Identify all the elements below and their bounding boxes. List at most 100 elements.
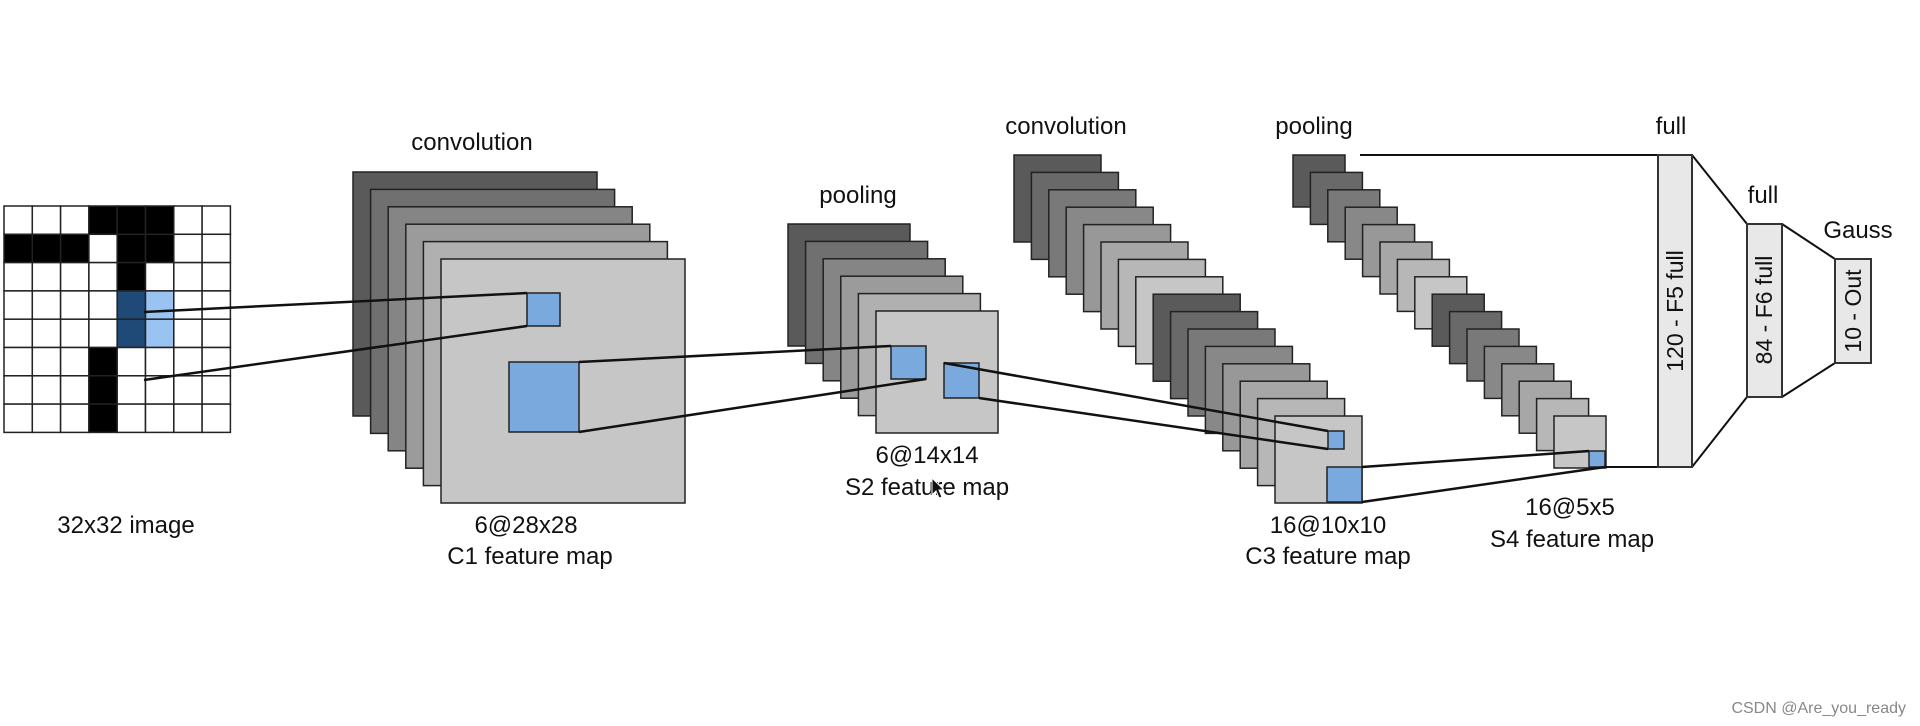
input-pixel-cell <box>59 403 90 434</box>
input-pixel-cell <box>144 290 175 320</box>
input-pixel-cell <box>116 346 147 377</box>
input-pixel-cell <box>3 233 34 264</box>
input-pixel-cell <box>201 375 232 405</box>
input-pixel-cell <box>173 290 203 320</box>
stage-label-conv1: convolution <box>411 129 532 156</box>
input-pixel-cell <box>88 261 118 292</box>
highlight-squares <box>508 292 1606 503</box>
input-pixel-cell <box>3 205 34 236</box>
input-pixel-cell <box>59 290 90 320</box>
input-pixel-cell <box>88 318 118 349</box>
c3-conv-unit <box>1327 430 1345 450</box>
c1-pool-region <box>508 361 580 433</box>
f5-layer-bar <box>1657 154 1693 468</box>
input-pixel-cell <box>116 403 147 434</box>
input-pixel-cell <box>116 261 147 292</box>
input-pixel-cell <box>31 403 62 434</box>
input-pixel-cell <box>88 205 118 236</box>
input-pixel-cell <box>31 205 62 236</box>
input-pixel-cell <box>173 403 203 434</box>
mouse-cursor-icon <box>931 476 946 499</box>
input-pixel-cell <box>31 318 62 349</box>
s2-caption-size: 6@14x14 <box>875 442 978 469</box>
input-pixel-cell <box>173 375 203 405</box>
input-caption: 32x32 image <box>57 512 194 539</box>
input-pixel-cell <box>144 403 175 434</box>
input-pixel-cell <box>116 205 147 236</box>
input-pixel-cell <box>59 261 90 292</box>
input-pixel-cell <box>59 375 90 405</box>
s4-caption-name: S4 feature map <box>1490 526 1654 553</box>
input-pixel-cell <box>201 318 232 349</box>
c1-receptive-patch <box>526 292 561 327</box>
input-pixel-cell <box>144 318 175 349</box>
input-pixel-cell <box>88 403 118 434</box>
input-pixel-cell <box>31 290 62 320</box>
f6-layer-bar <box>1746 223 1783 398</box>
input-pixel-cell <box>31 261 62 292</box>
input-pixel-cell <box>31 346 62 377</box>
input-pixel-cell <box>116 290 147 320</box>
input-pixel-cell <box>144 233 175 264</box>
input-pixel-cell <box>59 233 90 264</box>
input-pixel-cell <box>3 403 34 434</box>
stage-label-pool1: pooling <box>819 182 896 209</box>
c1-caption-size: 6@28x28 <box>474 512 577 539</box>
s4-caption-size: 16@5x5 <box>1525 494 1615 521</box>
input-pixel-cell <box>88 375 118 405</box>
input-pixel-cell <box>88 346 118 377</box>
output-layer-bar <box>1834 258 1872 364</box>
input-pixel-cell <box>201 290 232 320</box>
input-pixel-cell <box>144 205 175 236</box>
input-pixel-cell <box>3 318 34 349</box>
watermark-text: CSDN @Are_you_ready <box>1731 700 1906 717</box>
s2-feature-map-stack <box>787 223 999 434</box>
c1-caption-name: C1 feature map <box>447 543 612 570</box>
s2-caption-name: S2 feature map <box>845 474 1009 501</box>
input-pixel-cell <box>3 290 34 320</box>
connection-lines <box>143 154 1836 504</box>
input-pixel-cell <box>116 233 147 264</box>
output-layer-label: 10 - Out <box>1840 269 1866 353</box>
c1-feature-map-stack <box>352 171 686 504</box>
stage-label-gauss: Gauss <box>1823 217 1892 244</box>
input-pixel-cell <box>201 403 232 434</box>
c3-pool-region <box>1326 466 1363 503</box>
s4-feature-map-stack <box>1292 154 1607 469</box>
input-pixel-cell <box>3 346 34 377</box>
fc-layers: 120 - F5 full 84 - F6 full 10 - Out <box>1657 154 1872 468</box>
input-pixel-cell <box>201 261 232 292</box>
input-pixel-cell <box>144 346 175 377</box>
input-pixel-cell <box>173 318 203 349</box>
s2-pooled-unit <box>890 345 927 380</box>
input-pixel-cell <box>59 205 90 236</box>
input-pixel-cell <box>88 290 118 320</box>
stage-label-full2: full <box>1748 182 1779 209</box>
input-pixel-cell <box>201 233 232 264</box>
input-pixel-cell <box>59 318 90 349</box>
stage-label-full1: full <box>1656 113 1687 140</box>
input-pixel-cell <box>88 233 118 264</box>
stage-label-pool2: pooling <box>1275 113 1352 140</box>
input-pixel-cell <box>116 375 147 405</box>
stage-label-conv2: convolution <box>1005 113 1126 140</box>
input-pixel-cell <box>59 346 90 377</box>
input-pixel-cell <box>201 205 232 236</box>
input-pixel-cell <box>3 261 34 292</box>
input-pixel-cell <box>173 261 203 292</box>
input-pixel-cell <box>31 375 62 405</box>
input-pixel-cell <box>144 261 175 292</box>
c3-caption-size: 16@10x10 <box>1270 512 1386 539</box>
input-pixel-cell <box>3 375 34 405</box>
s4-pooled-unit <box>1588 450 1606 468</box>
f6-layer-label: 84 - F6 full <box>1751 256 1777 365</box>
input-image-grid <box>3 205 232 434</box>
input-pixel-cell <box>116 318 147 349</box>
c3-feature-map-stack <box>1013 154 1363 504</box>
c3-caption-name: C3 feature map <box>1245 543 1410 570</box>
f5-layer-label: 120 - F5 full <box>1662 250 1688 371</box>
input-pixel-cell <box>173 233 203 264</box>
input-pixel-cell <box>173 205 203 236</box>
input-pixel-cell <box>31 233 62 264</box>
